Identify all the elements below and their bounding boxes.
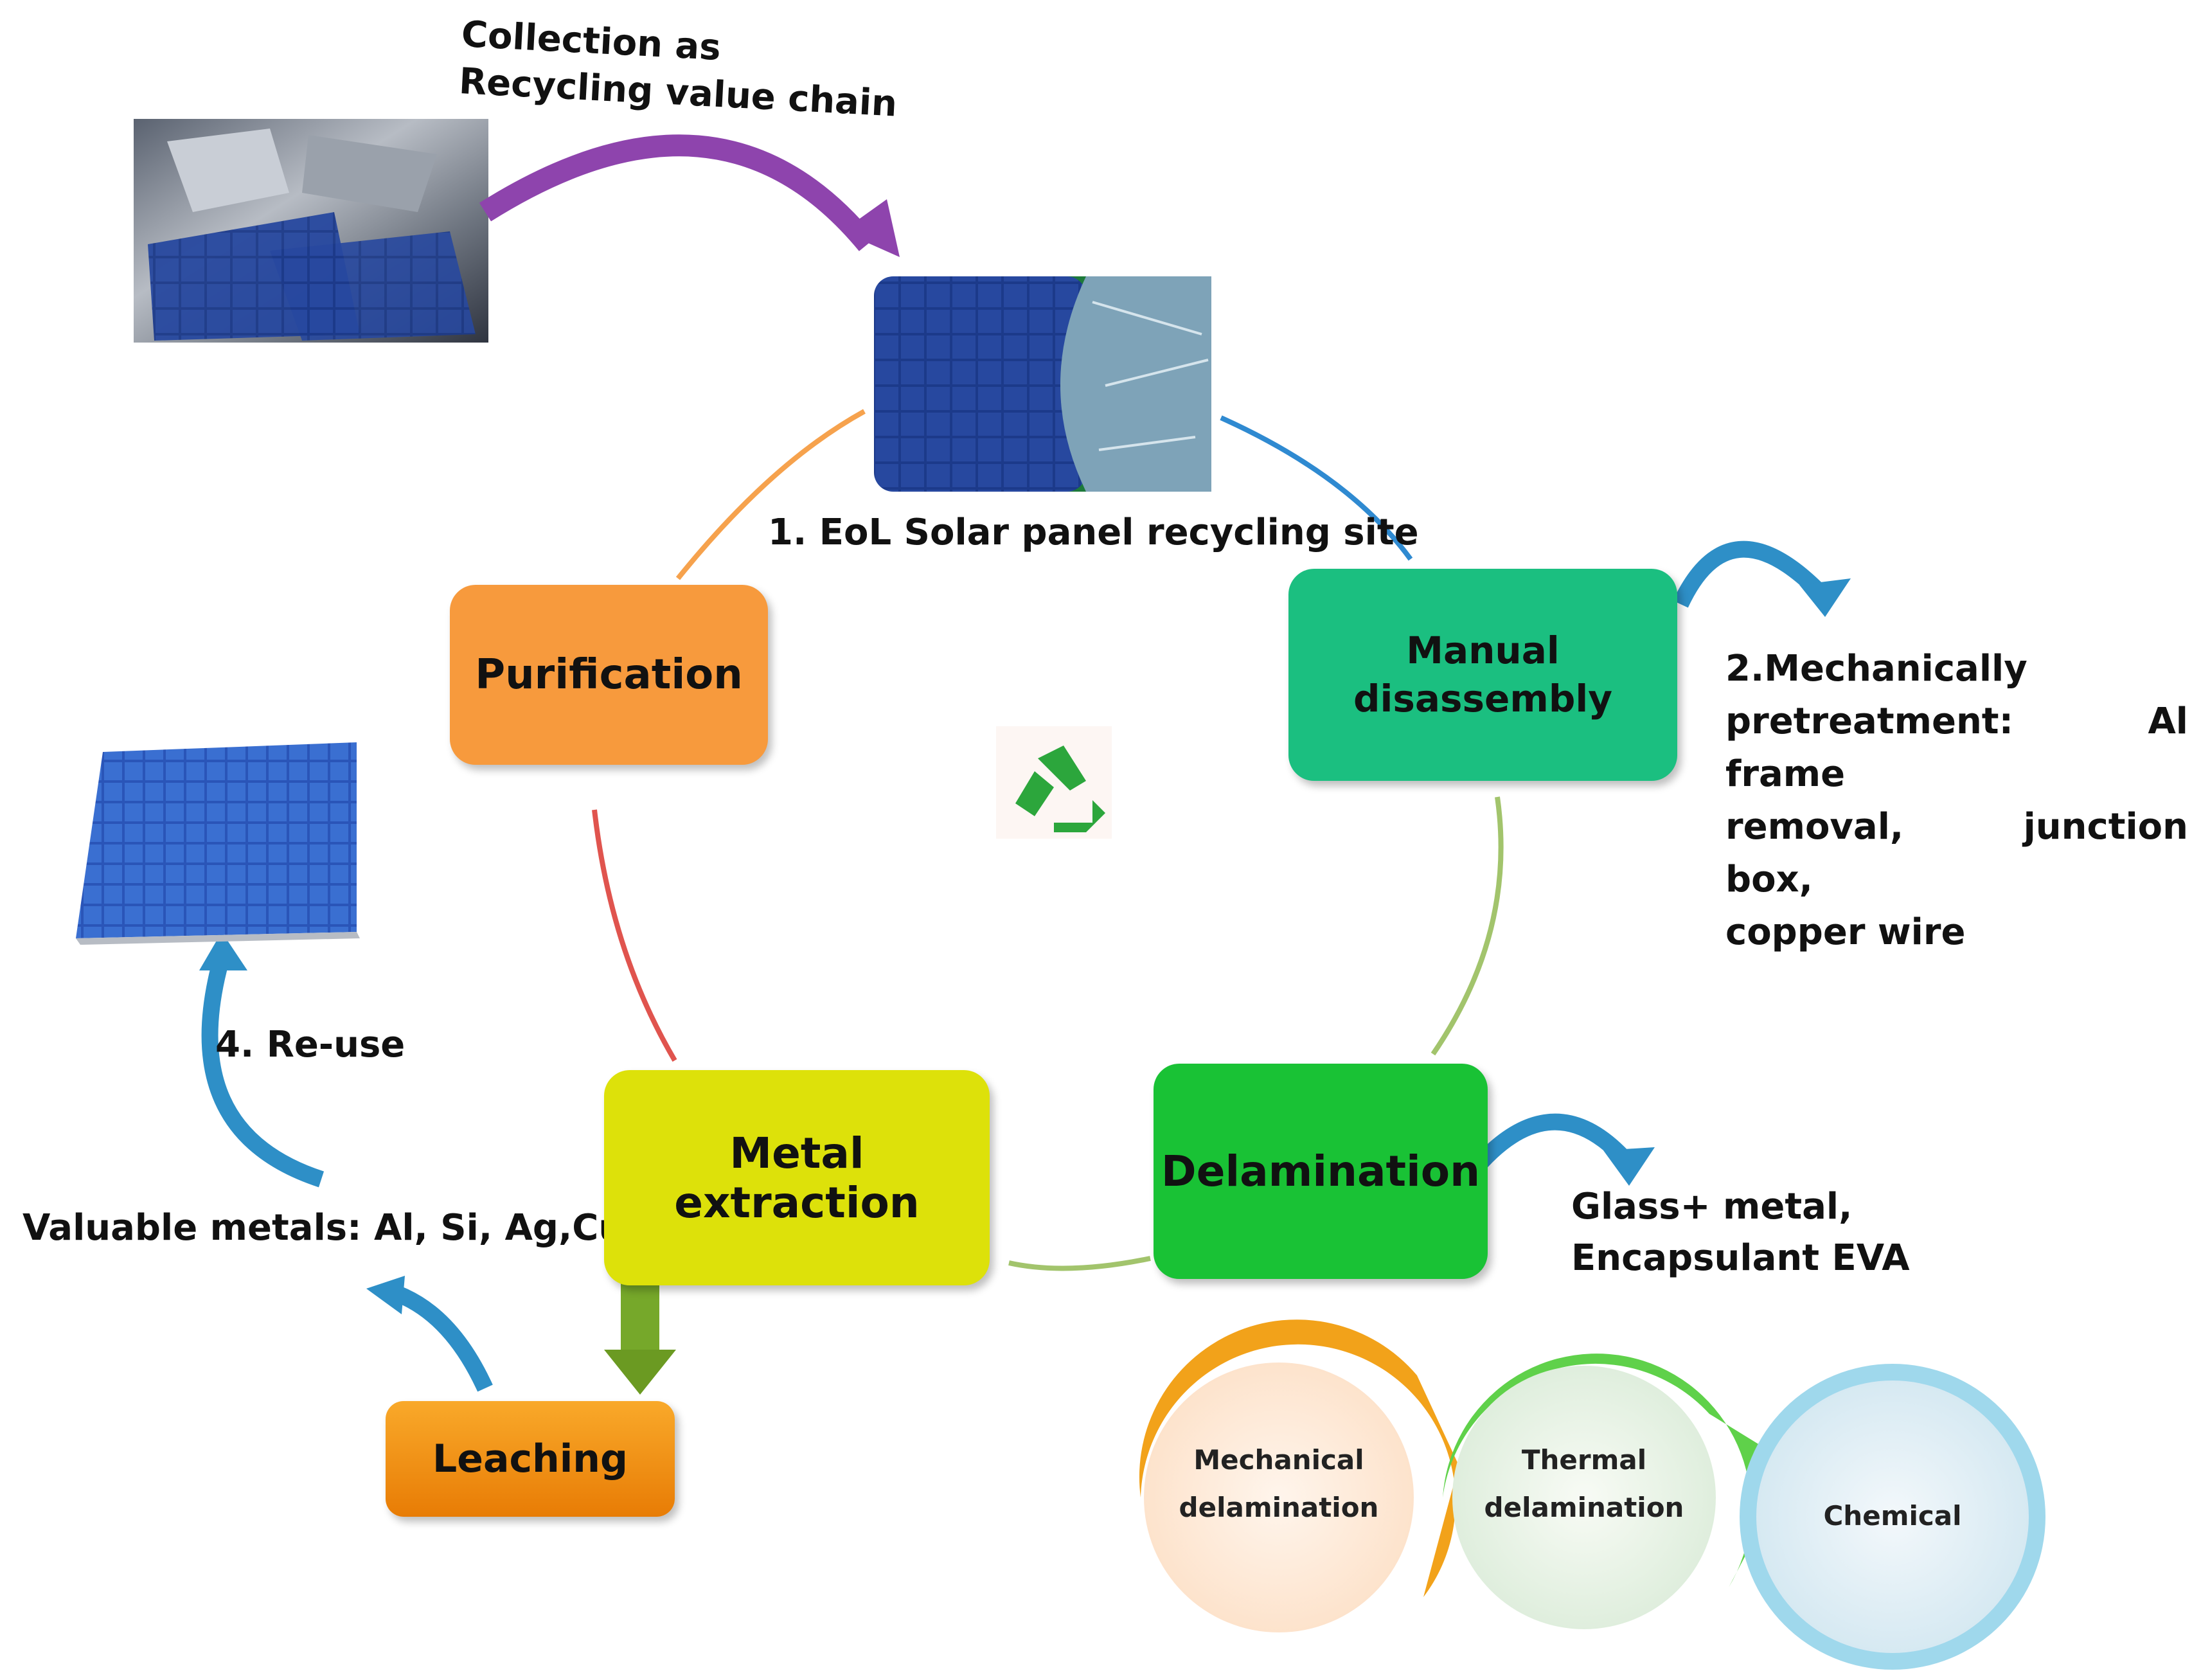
step2-label: 2.Mechanically pretreatment: Al frame re… <box>1725 643 2188 959</box>
reuse-arrow <box>199 932 325 1188</box>
mechanical-line2: delamination <box>1179 1491 1379 1523</box>
step2-line2: pretreatment: Al frame <box>1725 701 2188 795</box>
step2-line4: copper wire <box>1725 911 1966 953</box>
extraction-to-leaching-arrow <box>604 1282 676 1395</box>
cycle-arc-red <box>592 809 677 1062</box>
mechanical-delamination-circle <box>1139 1319 1459 1632</box>
delamination-output-arrow <box>1465 1113 1655 1186</box>
metal-extraction-label: Metal extraction <box>674 1128 920 1228</box>
scrap-panels-photo <box>134 119 488 343</box>
leaching-box: Leaching <box>386 1401 675 1517</box>
collection-arrow <box>479 134 900 257</box>
valuable-metals-label: Valuable metals: Al, Si, Ag,Cu <box>22 1207 625 1249</box>
thermal-line2: delamination <box>1484 1491 1684 1523</box>
metal-extraction-box: Metal extraction <box>604 1070 990 1285</box>
delamination-output-line2: Encapsulant EVA <box>1571 1237 1910 1279</box>
manual-disassembly-box: Manual disassembly <box>1288 569 1677 781</box>
mechanical-line1: Mechanical <box>1193 1444 1364 1476</box>
manual-disassembly-line1: Manual <box>1406 628 1560 672</box>
chemical-circle <box>1740 1364 2045 1670</box>
cycle-arc-blue <box>1220 415 1413 561</box>
chemical-label: Chemical <box>1823 1500 1962 1532</box>
thermal-delamination-circle <box>1443 1354 1793 1629</box>
purification-box: Purification <box>450 585 768 765</box>
delamination-output-label: Glass+ metal, Encapsulant EVA <box>1571 1181 1910 1284</box>
thermal-line1: Thermal <box>1521 1444 1647 1476</box>
step2-line1: 2.Mechanically <box>1725 648 2027 690</box>
leaching-to-metals-arrow <box>366 1276 493 1392</box>
mechanical-delamination-text: Mechanical delamination <box>1150 1436 1407 1531</box>
manual-disassembly-line2: disassembly <box>1353 677 1613 720</box>
leaching-label: Leaching <box>432 1436 628 1481</box>
step1-label: 1. EoL Solar panel recycling site <box>768 512 1419 553</box>
cycle-arc-green-bottom <box>1008 1256 1151 1271</box>
delamination-box: Delamination <box>1154 1064 1488 1279</box>
delamination-output-line1: Glass+ metal, <box>1571 1186 1853 1228</box>
delamination-label: Delamination <box>1161 1147 1481 1196</box>
recycle-icon <box>996 726 1112 839</box>
step4-label: 4. Re-use <box>215 1024 405 1066</box>
thermal-delamination-text: Thermal delamination <box>1456 1436 1713 1531</box>
cycle-arc-green-right <box>1430 796 1504 1056</box>
purification-label: Purification <box>475 651 743 699</box>
solar-panel-photo <box>874 276 1211 492</box>
cycle-arc-orange <box>675 409 866 580</box>
chemical-text: Chemical <box>1764 1492 2021 1540</box>
step2-line3: removal, junction box, <box>1725 806 2188 900</box>
reused-solar-panel-photo <box>76 742 360 945</box>
pretreatment-arrow <box>1673 541 1851 617</box>
